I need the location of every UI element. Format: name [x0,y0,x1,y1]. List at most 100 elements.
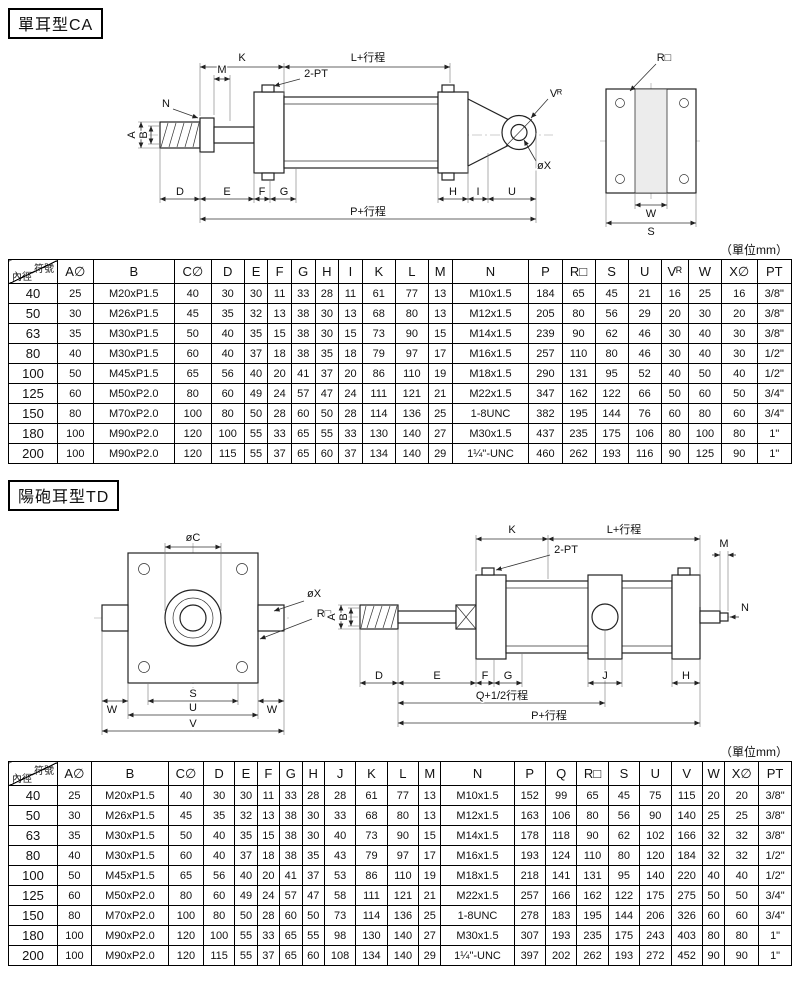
value-cell: 193 [607,945,641,966]
col-header: Q [544,761,578,786]
value-cell: 20 [701,785,726,806]
value-cell: 100 [57,423,94,444]
value-cell: 120 [173,443,212,464]
value-cell: 11 [256,785,281,806]
value-cell: M10x1.5 [440,785,515,806]
value-cell: 18 [267,343,292,364]
value-cell: M12x1.5 [440,805,515,826]
value-cell: 29 [427,443,453,464]
value-cell: 120 [168,945,204,966]
value-cell: 11 [267,283,292,304]
col-header: D [210,259,245,284]
value-cell: 100 [173,403,212,424]
value-cell: 80 [386,805,420,826]
value-cell: 60 [168,845,204,866]
value-cell: 38 [279,845,303,866]
col-header: X∅ [724,761,760,786]
dim-label-a: A [326,613,338,621]
value-cell: 32 [234,805,258,826]
value-cell: 33 [279,785,303,806]
value-cell: 55 [234,945,258,966]
value-cell: 90 [394,323,429,344]
value-cell: 79 [361,343,396,364]
value-cell: 290 [528,363,563,384]
value-cell: M70xP2.0 [92,403,175,424]
value-cell: 120 [173,423,212,444]
value-cell: 50 [314,403,340,424]
bore-cell: 100 [8,363,58,384]
value-cell: 28 [267,403,292,424]
value-cell: 136 [386,905,420,926]
value-cell: M45xP1.5 [92,363,175,384]
value-cell: 122 [594,383,629,404]
value-cell: 60 [701,905,726,926]
value-cell: 62 [607,825,641,846]
value-cell: 90 [386,825,420,846]
value-cell: 452 [670,945,703,966]
col-header: PT [758,761,792,786]
value-cell: 60 [202,885,236,906]
value-cell: 140 [670,805,703,826]
value-cell: 73 [355,825,388,846]
value-cell: 152 [513,785,546,806]
value-cell: 257 [528,343,563,364]
value-cell: 30 [720,323,758,344]
value-cell: 134 [355,945,388,966]
value-cell: 243 [639,925,672,946]
value-cell: 175 [639,885,672,906]
value-cell: 90 [561,323,596,344]
value-cell: 56 [210,363,245,384]
value-cell: 77 [386,785,420,806]
dim-label-u: U [508,186,516,198]
value-cell: 55 [314,423,340,444]
value-cell: M26xP1.5 [92,303,175,324]
value-cell: 347 [528,383,563,404]
value-cell: 60 [290,403,316,424]
value-cell: 50 [687,363,722,384]
value-cell: 118 [544,825,578,846]
value-cell: M30xP1.5 [92,343,175,364]
value-cell: 61 [361,283,396,304]
dim-label-g: G [280,186,289,198]
col-header: L [394,259,429,284]
value-cell: 60 [724,905,760,926]
value-cell: 80 [720,423,758,444]
value-cell: 40 [202,845,236,866]
value-cell: M10x1.5 [451,283,530,304]
value-cell: 3/8" [756,303,793,324]
dim-label-b: B [138,131,150,138]
col-header: B [92,259,175,284]
value-cell: 16 [720,283,758,304]
value-cell: 40 [210,323,245,344]
value-cell: 37 [256,945,281,966]
value-cell: 100 [57,945,92,966]
value-cell: 178 [513,825,546,846]
value-cell: 60 [687,383,722,404]
dim-label-g: G [504,670,513,682]
dim-label-j: J [602,670,608,682]
section-title-ca: 單耳型CA [8,8,104,39]
value-cell: 79 [355,845,388,866]
value-cell: 95 [594,363,629,384]
value-cell: 140 [394,423,429,444]
value-cell: 30 [57,805,92,826]
bore-cell: 80 [8,845,58,866]
value-cell: 140 [386,925,420,946]
value-cell: 33 [338,423,363,444]
value-cell: 13 [256,805,281,826]
value-cell: 80 [576,805,609,826]
value-cell: 205 [528,303,563,324]
value-cell: 27 [418,925,442,946]
value-cell: M12x1.5 [451,303,530,324]
value-cell: 1/2" [758,865,792,886]
value-cell: 30 [687,303,722,324]
value-cell: 21 [627,283,662,304]
value-cell: 30 [301,805,325,826]
value-cell: 33 [256,925,281,946]
value-cell: 28 [301,785,325,806]
dim-label-m: M [719,538,728,550]
dim-label-b: B [338,613,350,620]
value-cell: 110 [576,845,609,866]
